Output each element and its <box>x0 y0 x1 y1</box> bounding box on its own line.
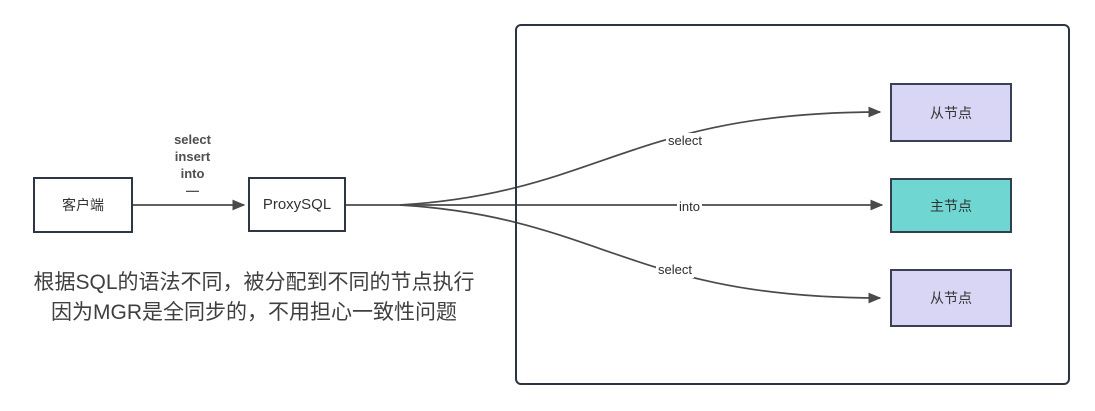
edge-select-slave-top[interactable] <box>399 106 882 206</box>
branch-label-select-top[interactable]: select <box>666 133 704 149</box>
proxysql-node[interactable]: ProxySQL <box>248 177 346 232</box>
slave-node-top-label: 从节点 <box>930 104 972 121</box>
slave-node-bottom-label: 从节点 <box>930 290 972 306</box>
client-node[interactable]: 客户端 <box>33 177 133 233</box>
branch-label-select-bottom[interactable]: select <box>656 262 694 278</box>
client-node-label: 客户端 <box>62 197 104 213</box>
edge-label-line: — <box>186 183 199 198</box>
edge-label-line: into <box>180 166 205 181</box>
master-node-label: 主节点 <box>930 197 972 214</box>
slave-node-top[interactable]: 从节点 <box>890 83 1012 142</box>
proxysql-node-label: ProxySQL <box>262 196 332 213</box>
annotation-notes[interactable]: 根据SQL的语法不同，被分配到不同的节点执行 因为MGR是全同步的，不用担心一致… <box>8 268 500 328</box>
mgr-group-container[interactable] <box>515 24 1070 385</box>
annotation-note-line1: 根据SQL的语法不同，被分配到不同的节点执行 <box>33 271 475 294</box>
branch-label-into[interactable]: into <box>677 199 702 215</box>
edge-label-line: select <box>174 132 211 147</box>
annotation-note-line2: 因为MGR是全同步的，不用担心一致性问题 <box>51 301 457 324</box>
slave-node-bottom[interactable]: 从节点 <box>890 269 1012 327</box>
master-node[interactable]: 主节点 <box>890 178 1012 233</box>
edge-select-slave-bottom[interactable] <box>399 204 882 304</box>
edge-label-line: insert <box>174 149 211 164</box>
client-proxy-edge-label[interactable]: select insert into — <box>150 131 235 199</box>
